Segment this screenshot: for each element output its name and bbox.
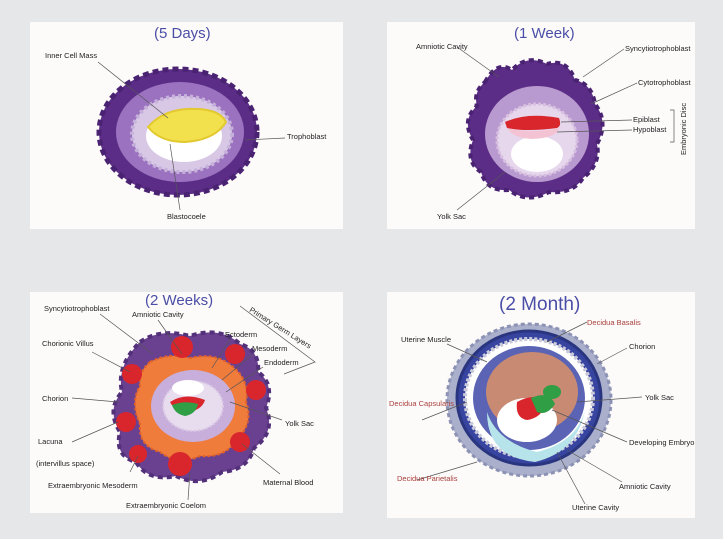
panel-5-days: (5 Days) Inner Cell Mass Trophoblast Bla… (30, 22, 343, 229)
two-month-embryo-illustration (416, 321, 643, 505)
bilaminar-embryo-illustration (71, 305, 316, 501)
label-amniotic-cavity: Amniotic Cavity (416, 42, 468, 51)
label-amniotic-cavity: Amniotic Cavity (619, 482, 671, 491)
label-embryonic-disc: Embryonic Disc (679, 102, 688, 155)
label-developing-embryo: Developing Embryo (629, 438, 695, 447)
label-yolk-sac: Yolk Sac (285, 419, 314, 428)
label-yolk-sac: Yolk Sac (645, 393, 674, 402)
label-extraembryonic-coelom: Extraembryonic Coelom (126, 501, 207, 510)
panel-title: (5 Days) (154, 25, 211, 42)
blastocyst-illustration (96, 61, 286, 211)
label-endoderm: Endoderm (264, 358, 299, 367)
label-lacuna: Lacuna (38, 437, 63, 446)
label-amniotic-cavity: Amniotic Cavity (132, 310, 184, 319)
panel-title: (1 Week) (514, 25, 575, 42)
implanting-blastocyst-illustration (456, 46, 675, 211)
label-chorion: Chorion (42, 394, 69, 403)
label-syncytiotrophoblast: Syncytiotrophoblast (625, 44, 691, 53)
label-hypoblast: Hypoblast (633, 125, 667, 134)
label-chorionic-villus: Chorionic Villus (42, 339, 94, 348)
label-maternal-blood: Maternal Blood (263, 478, 314, 487)
label-decidua-basalis: Decidua Basalis (587, 318, 641, 327)
label-cytotrophoblast: Cytotrophoblast (638, 78, 691, 87)
label-blastocoele: Blastocoele (167, 212, 206, 221)
label-yolk-sac: Yolk Sac (437, 212, 466, 221)
label-uterine-cavity: Uterine Cavity (572, 503, 620, 512)
label-trophoblast: Trophoblast (287, 132, 327, 141)
label-extraembryonic-mesoderm: Extraembryonic Mesoderm (48, 481, 138, 490)
label-inner-cell-mass: Inner Cell Mass (45, 51, 98, 60)
label-syncytiotrophoblast: Syncytiotrophoblast (44, 304, 110, 313)
panel-title: (2 Weeks) (145, 292, 214, 309)
panel-2-weeks: (2 Weeks) Syncytiotrophoblast Amniotic C… (30, 292, 343, 513)
label-ectoderm: Ectoderm (225, 330, 258, 339)
label-intervillus-space: (intervillus space) (36, 459, 95, 468)
label-uterine-muscle: Uterine Muscle (401, 335, 452, 344)
label-decidua-capsularis: Decidua Capsularis (389, 399, 455, 408)
panel-1-week: (1 Week) Amniotic Cavity Syncytiotrophob… (387, 22, 695, 229)
label-epiblast: Epiblast (633, 115, 660, 124)
label-mesoderm: Mesoderm (252, 344, 288, 353)
label-decidua-parietalis: Decidua Parietalis (397, 474, 458, 483)
panel-title: (2 Month) (499, 294, 581, 315)
panel-2-month: (2 Month) Decidua Basalis Uterine Muscle… (387, 292, 695, 518)
label-chorion: Chorion (629, 342, 656, 351)
